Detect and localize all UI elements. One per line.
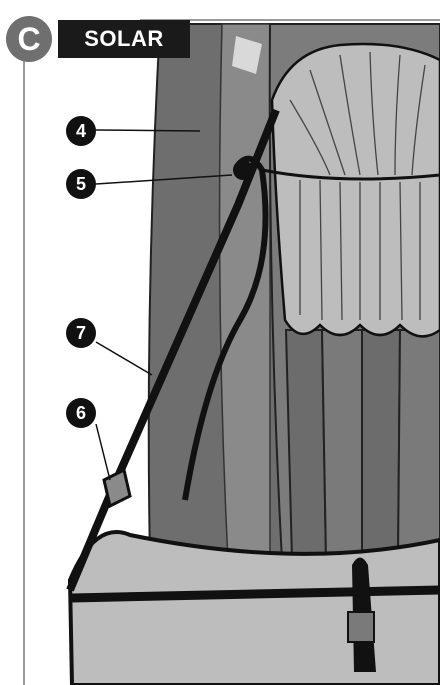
strap-buckle — [348, 612, 374, 642]
callout-5: 5 — [66, 169, 96, 199]
carry-bag — [70, 532, 440, 685]
callout-7: 7 — [66, 318, 96, 348]
section-title-text: SOLAR — [84, 26, 164, 52]
callout-5-label: 5 — [76, 174, 86, 195]
attachment-ring — [233, 160, 253, 180]
callout-7-label: 7 — [76, 323, 86, 344]
strap-buckle-upper — [104, 470, 130, 506]
section-title: SOLAR — [58, 20, 190, 58]
panel-strip — [220, 24, 270, 560]
callout-4: 4 — [66, 116, 96, 146]
callout-6-label: 6 — [76, 403, 86, 424]
pleated-fabric — [272, 44, 440, 336]
section-badge: C — [6, 16, 52, 62]
cushion-tubes — [286, 330, 440, 560]
callout-4-label: 4 — [76, 121, 86, 142]
callout-6: 6 — [66, 398, 96, 428]
section-letter: C — [17, 21, 40, 58]
